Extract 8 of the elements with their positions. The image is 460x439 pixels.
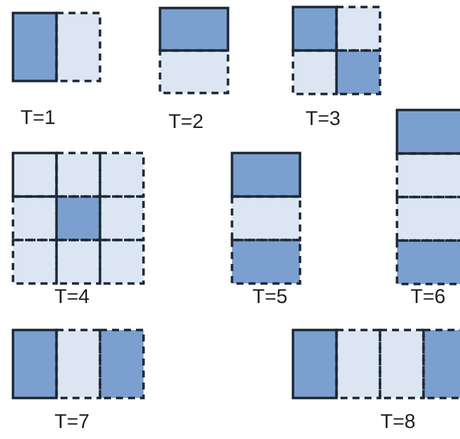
pattern-label: T=5 (252, 287, 288, 307)
pattern-label: T=2 (168, 112, 204, 132)
pattern-label: T=7 (54, 412, 90, 432)
pattern-label: T=1 (20, 108, 56, 128)
pattern-label: T=6 (410, 287, 446, 307)
pattern-label: T=3 (305, 109, 341, 129)
pattern-label: T=4 (54, 287, 90, 307)
pattern-label: T=8 (380, 412, 416, 432)
